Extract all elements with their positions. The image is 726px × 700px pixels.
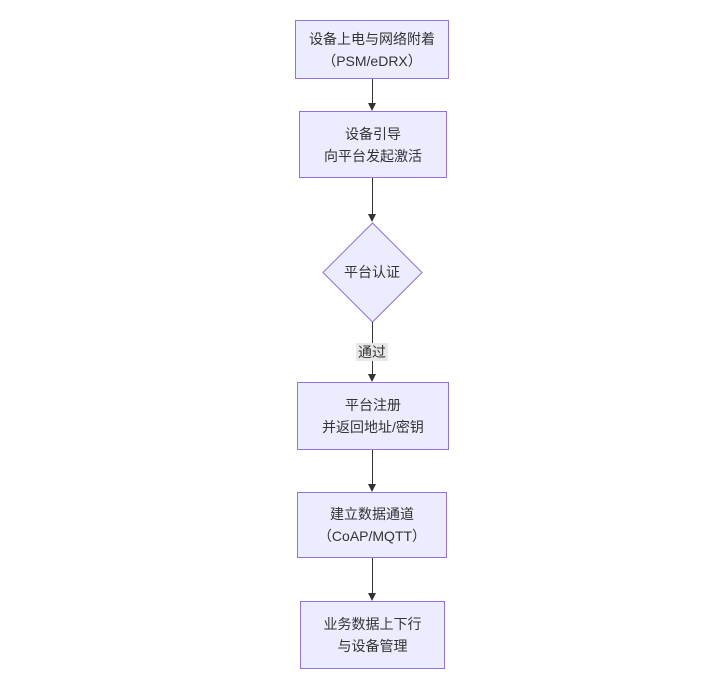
node-text-line: 建立数据通道 (330, 506, 414, 522)
arrowhead-icon (367, 103, 376, 111)
arrowhead-icon (367, 214, 376, 222)
arrowhead-icon (367, 374, 376, 382)
node-text-line: 并返回地址/密钥 (322, 419, 424, 435)
edge-line (371, 558, 373, 593)
edge-line (371, 450, 373, 484)
node-text-line: 平台注册 (345, 397, 401, 413)
arrowhead-icon (367, 593, 376, 601)
node-business: 业务数据上下行 与设备管理 (300, 601, 445, 669)
node-register: 平台注册 并返回地址/密钥 (297, 382, 449, 450)
node-text-line: 设备上电与网络附着 (309, 30, 435, 47)
edge-label-pass: 通过 (356, 343, 388, 361)
node-text-line: （PSM/eDRX） (322, 52, 422, 69)
edge-line (371, 178, 373, 214)
node-data-channel: 建立数据通道 （CoAP/MQTT） (297, 492, 447, 558)
node-text-line: 与设备管理 (337, 638, 408, 654)
node-text-line: 业务数据上下行 (323, 616, 422, 632)
edge-line (371, 79, 373, 103)
node-text-line: （CoAP/MQTT） (317, 528, 427, 544)
decision-diamond-label: 平台认证 (322, 222, 422, 322)
node-text-line: 设备引导 (345, 125, 401, 142)
node-bootstrap: 设备引导 向平台发起激活 (299, 111, 447, 178)
node-power-attach: 设备上电与网络附着 （PSM/eDRX） (295, 20, 449, 79)
node-text-line: 平台认证 (344, 264, 400, 280)
arrowhead-icon (367, 484, 376, 492)
node-text-line: 向平台发起激活 (324, 147, 422, 164)
